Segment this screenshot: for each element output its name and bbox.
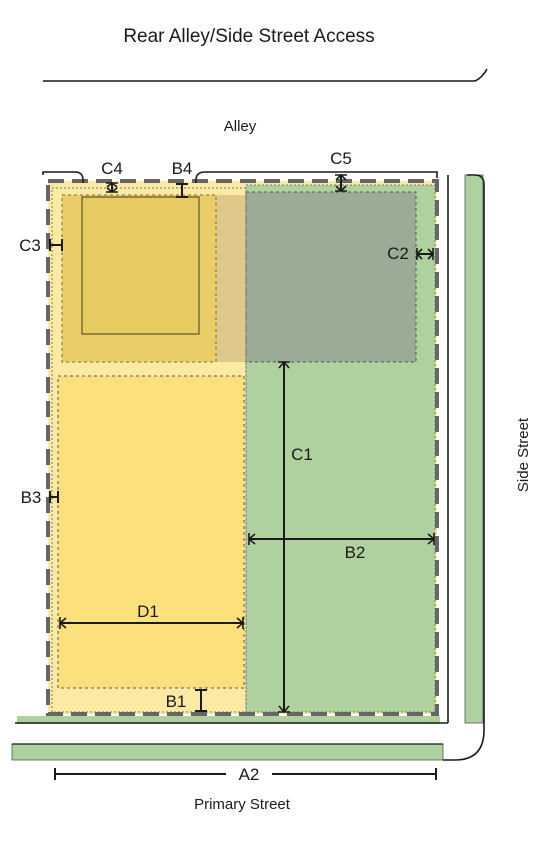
dim-c4 bbox=[106, 181, 118, 194]
c3-label: C3 bbox=[19, 236, 41, 255]
corner-curb bbox=[443, 174, 485, 761]
b1-label: B1 bbox=[166, 692, 187, 711]
d1-label: D1 bbox=[137, 602, 159, 621]
c2-label: C2 bbox=[387, 244, 409, 263]
dim-a2 bbox=[54, 768, 437, 780]
b2-label: B2 bbox=[345, 543, 366, 562]
c5-label: C5 bbox=[330, 149, 352, 168]
primary-street-strip bbox=[11, 743, 444, 761]
b3-label: B3 bbox=[21, 488, 42, 507]
rear-overlap-zone bbox=[245, 191, 417, 363]
dim-c2 bbox=[415, 248, 435, 260]
dim-c3 bbox=[49, 239, 63, 251]
dim-b1 bbox=[195, 689, 207, 712]
dim-d1 bbox=[58, 617, 245, 629]
side-street-label: Side Street bbox=[515, 417, 532, 492]
overlap-strip bbox=[216, 195, 246, 362]
dim-b4 bbox=[176, 183, 188, 198]
c1-label: C1 bbox=[291, 445, 313, 464]
b4-label: B4 bbox=[172, 159, 193, 178]
dim-c1 bbox=[278, 360, 290, 714]
dim-c5 bbox=[335, 173, 347, 193]
rear-alley-curb bbox=[43, 68, 488, 82]
lot-front-strip bbox=[17, 716, 440, 724]
primary-building-zone bbox=[57, 375, 245, 689]
inner-setback-left bbox=[51, 187, 247, 713]
alley-curb-left bbox=[42, 171, 84, 183]
alley-label: Alley bbox=[224, 118, 257, 135]
dim-b3 bbox=[49, 491, 59, 503]
a2-label: A2 bbox=[239, 765, 260, 784]
alley-curb-right bbox=[195, 171, 438, 183]
lot-boundary bbox=[46, 179, 439, 716]
c4-label: C4 bbox=[101, 159, 123, 178]
side-street-strip bbox=[464, 174, 484, 724]
dim-b2 bbox=[247, 533, 436, 545]
accessory-footprint bbox=[81, 196, 200, 335]
primary-street-label: Primary Street bbox=[194, 796, 291, 813]
diagram-title: Rear Alley/Side Street Access bbox=[123, 26, 374, 47]
